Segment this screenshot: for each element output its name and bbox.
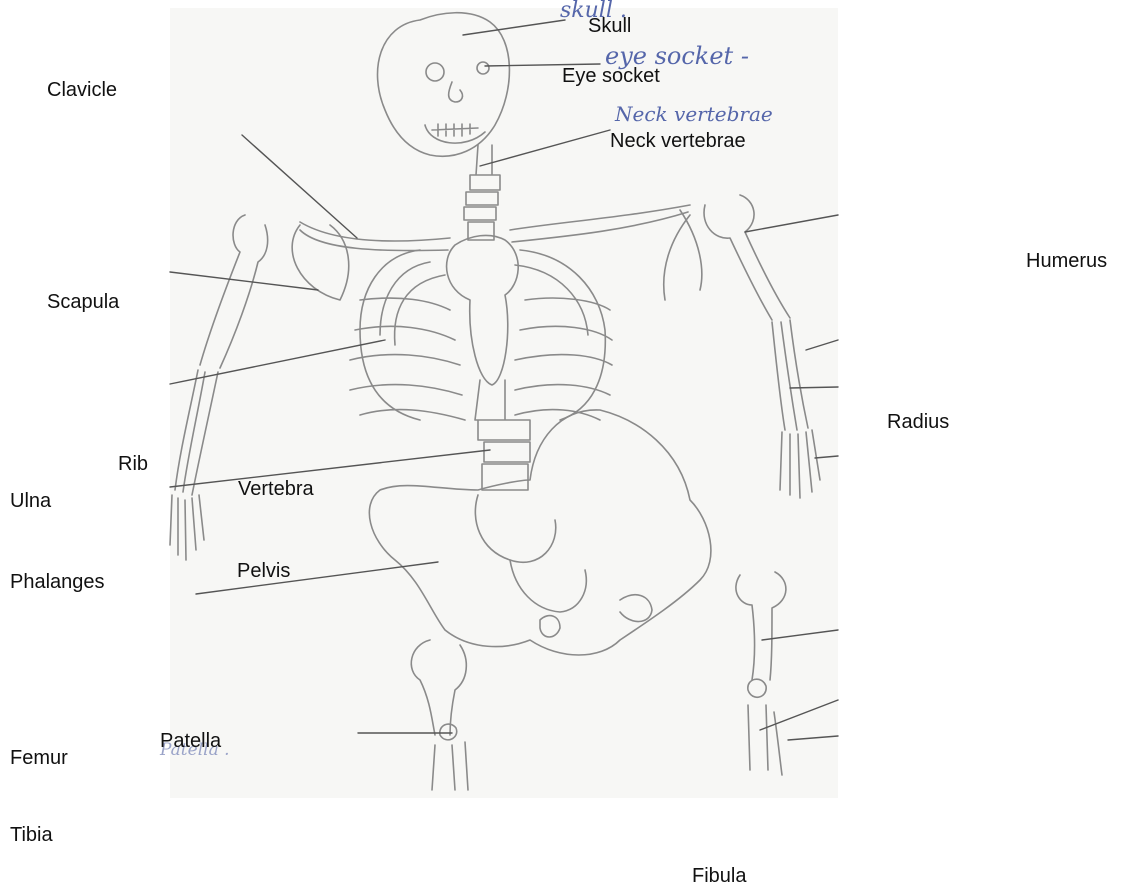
left-femur-drawing	[411, 640, 466, 735]
eye-socket-label: Eye socket	[562, 66, 660, 86]
pelvis-label: Pelvis	[237, 561, 290, 581]
left-patella-drawing	[440, 724, 457, 740]
hand-pointer	[815, 456, 838, 458]
scapula-pointer	[170, 272, 318, 290]
right-forearm-drawing	[772, 320, 808, 430]
humerus-label: Humerus	[1026, 251, 1107, 271]
rib-cage-drawing	[350, 250, 612, 420]
femur-pointer	[762, 630, 838, 640]
pelvis-pointer	[196, 562, 438, 594]
right-tibia-drawing	[748, 705, 782, 775]
right-clavicle-drawing	[510, 205, 690, 242]
right-humerus-drawing	[704, 195, 790, 320]
tibia-pointer	[760, 700, 838, 730]
left-humerus-drawing	[200, 215, 268, 368]
left-forearm-drawing	[175, 370, 218, 495]
radius-label: Radius	[887, 412, 949, 432]
ulna-pointer	[790, 387, 838, 388]
ulna-label: Ulna	[10, 491, 51, 511]
skull-pointer	[463, 20, 565, 35]
right-scapula-drawing	[664, 210, 702, 300]
right-femur-drawing	[736, 572, 786, 680]
radius-pointer	[806, 340, 838, 350]
femur-label: Femur	[10, 748, 68, 768]
handwritten-neck-vertebrae-note: Neck vertebrae	[615, 104, 773, 124]
humerus-pointer	[745, 215, 838, 232]
neck-vertebrae-drawing	[464, 145, 500, 240]
skull-label: Skull	[588, 16, 631, 36]
left-hand-drawing	[170, 495, 204, 560]
spine-drawing	[475, 380, 530, 490]
vertebra-pointer	[170, 450, 490, 487]
fibula-label: Fibula	[692, 866, 746, 886]
fibula-pointer	[788, 736, 838, 740]
right-eye-socket-drawing	[477, 62, 489, 74]
skull-drawing	[378, 13, 510, 157]
neck-vertebrae-pointer	[480, 130, 610, 166]
pelvis-drawing	[369, 410, 711, 655]
rib-label: Rib	[118, 454, 148, 474]
phalanges-label: Phalanges	[10, 572, 105, 592]
right-patella-drawing	[748, 679, 766, 697]
sternum-drawing	[447, 235, 519, 385]
left-tibia-drawing	[432, 742, 468, 790]
tibia-label: Tibia	[10, 825, 53, 845]
neck-vertebrae-label: Neck vertebrae	[610, 131, 746, 151]
left-eye-socket-drawing	[426, 63, 444, 81]
left-scapula-drawing	[292, 225, 349, 300]
scapula-label: Scapula	[47, 292, 119, 312]
vertebra-label: Vertebra	[238, 479, 314, 499]
clavicle-label: Clavicle	[47, 80, 117, 100]
patella-label: Patella	[160, 731, 221, 751]
right-hand-drawing	[780, 430, 820, 498]
left-clavicle-drawing	[300, 222, 450, 251]
rib-pointer	[170, 340, 385, 384]
